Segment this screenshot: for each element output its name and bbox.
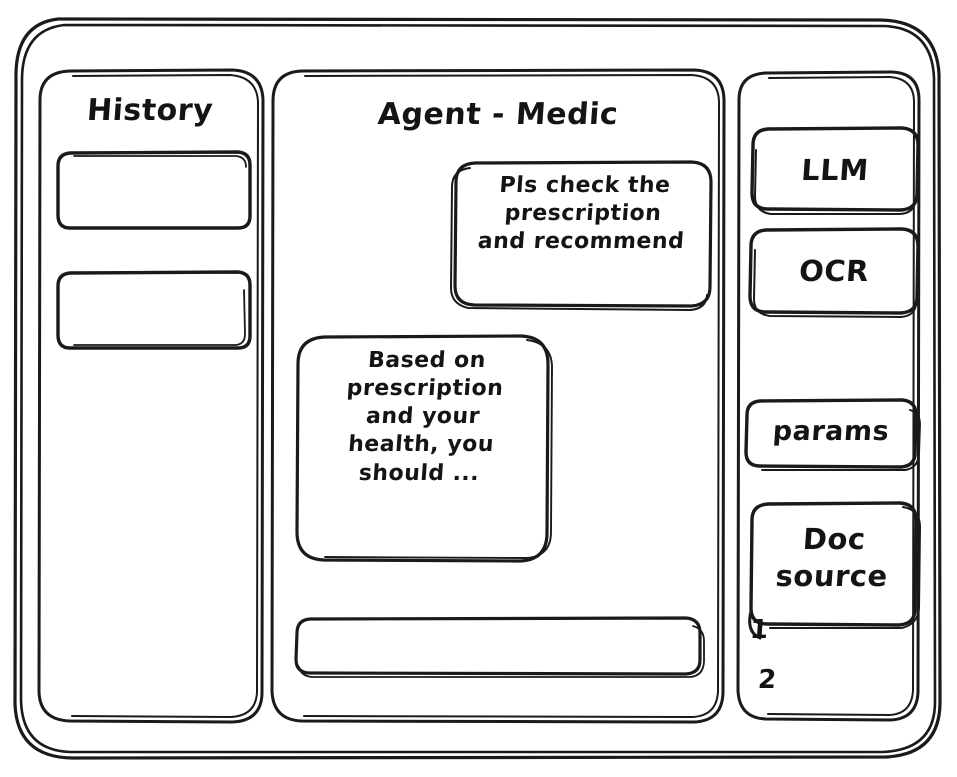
tool-button-ocr-label: OCR [797, 254, 871, 288]
doc-reference-item[interactable]: 2 [756, 665, 778, 695]
tool-button-llm-label: LLM [800, 153, 870, 187]
agent-title: Agent - Medic [376, 97, 620, 132]
message-input[interactable] [296, 618, 700, 674]
history-item[interactable] [58, 272, 250, 348]
tool-button-params-label: params [771, 416, 891, 447]
history-item[interactable] [58, 152, 250, 228]
doc-reference-item[interactable]: 1 [748, 615, 770, 645]
agent-message-text: Based on prescription and your health, y… [345, 348, 505, 486]
history-panel-title: History [85, 93, 215, 128]
tool-button-doc-source-label: Doc source [774, 522, 889, 594]
user-message-text: Pls check the prescription and recommend [476, 173, 686, 255]
